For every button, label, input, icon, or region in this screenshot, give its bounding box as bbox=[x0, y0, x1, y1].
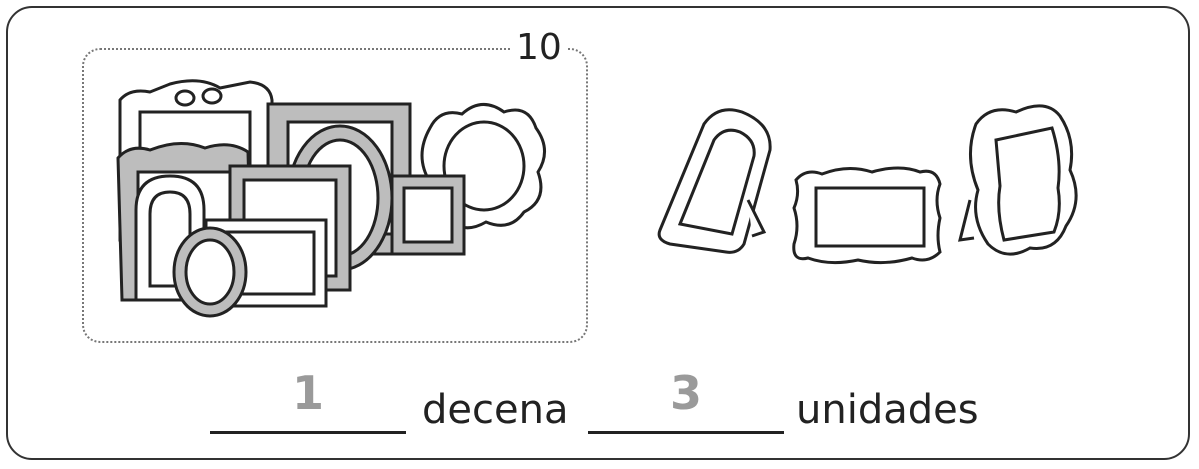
loose-frame-3 bbox=[958, 104, 1078, 256]
loose-frame-2 bbox=[792, 166, 942, 265]
grouped-frames bbox=[116, 79, 546, 318]
frame-6 bbox=[390, 174, 466, 256]
units-answer-value: 3 bbox=[669, 366, 702, 420]
ten-frames-group-box bbox=[82, 48, 588, 343]
tens-answer-value: 1 bbox=[291, 366, 324, 420]
units-word-label: unidades bbox=[796, 387, 979, 433]
group-count-label: 10 bbox=[510, 28, 568, 68]
tens-answer-field[interactable]: 1 bbox=[210, 368, 406, 434]
loose-frames bbox=[657, 104, 1078, 265]
frame-10 bbox=[172, 226, 248, 318]
units-answer-field[interactable]: 3 bbox=[588, 368, 784, 434]
loose-frame-1 bbox=[657, 108, 772, 254]
tens-word-label: decena bbox=[422, 387, 569, 433]
